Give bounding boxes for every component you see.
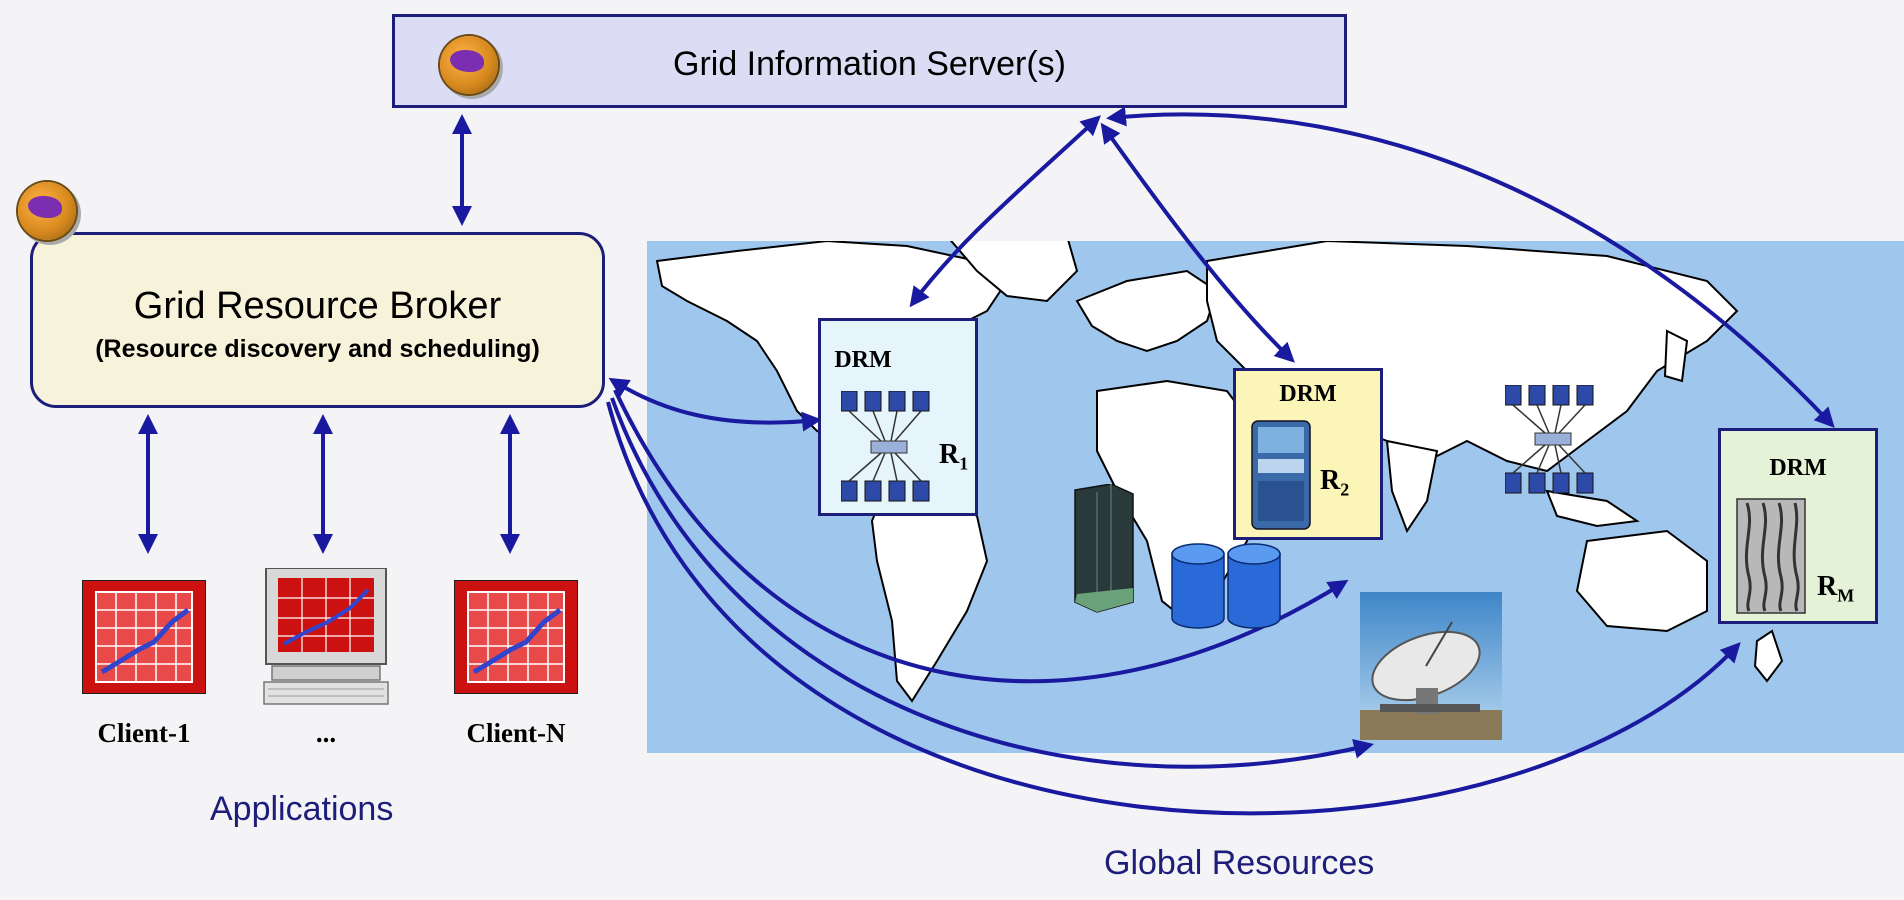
arrow-broker-r1	[608, 377, 822, 432]
drm-r1-box: DRM R1	[818, 318, 978, 516]
drm-rm-box: DRM RM	[1718, 428, 1878, 624]
grid-resource-broker-title: Grid Resource Broker	[133, 285, 502, 327]
mainframe-icon	[1735, 497, 1807, 615]
grid-information-server-box: Grid Information Server(s)	[392, 14, 1347, 108]
storage-icon	[1168, 540, 1288, 630]
drm-rm-resource-label: RM	[1817, 571, 1855, 606]
arrow-broker-r2	[613, 389, 1349, 684]
arrow-gis-rm	[1106, 106, 1835, 428]
server-icon	[1248, 419, 1314, 531]
workstation-icon	[262, 567, 390, 706]
globe-icon	[440, 36, 498, 94]
drm-r1-resource-label: R1	[939, 439, 969, 474]
client-n-label: Client-N	[466, 718, 566, 748]
radio-telescope-image	[1360, 592, 1502, 740]
grid-resource-broker-box: Grid Resource Broker (Resource discovery…	[30, 232, 605, 408]
drm-r2-box: DRM R2	[1233, 368, 1383, 540]
grid-information-server-title: Grid Information Server(s)	[673, 45, 1066, 83]
grid-resource-broker-subtitle: (Resource discovery and scheduling)	[95, 335, 540, 363]
drm-r1-label: DRM	[834, 347, 892, 373]
arrow-gis-r2	[1100, 122, 1295, 363]
drm-r2-label: DRM	[1279, 381, 1337, 407]
global-resources-label: Global Resources	[1104, 844, 1375, 882]
client-n-app-icon	[453, 579, 579, 695]
drm-rm-label: DRM	[1769, 455, 1827, 481]
supercomputer-icon	[1063, 483, 1139, 614]
arrow-broker-telescope	[610, 397, 1374, 769]
client-1-app-icon	[81, 579, 207, 695]
arrow-gis-r1	[909, 115, 1101, 308]
arrow-broker-rm	[606, 401, 1741, 816]
applications-label: Applications	[210, 790, 394, 828]
drm-r2-resource-label: R2	[1320, 465, 1350, 500]
client-1-label: Client-1	[97, 718, 191, 748]
cluster-icon	[1504, 384, 1601, 495]
client-ellipsis-label: ...	[315, 718, 337, 748]
cluster-icon	[840, 390, 937, 503]
globe-icon	[18, 182, 76, 240]
